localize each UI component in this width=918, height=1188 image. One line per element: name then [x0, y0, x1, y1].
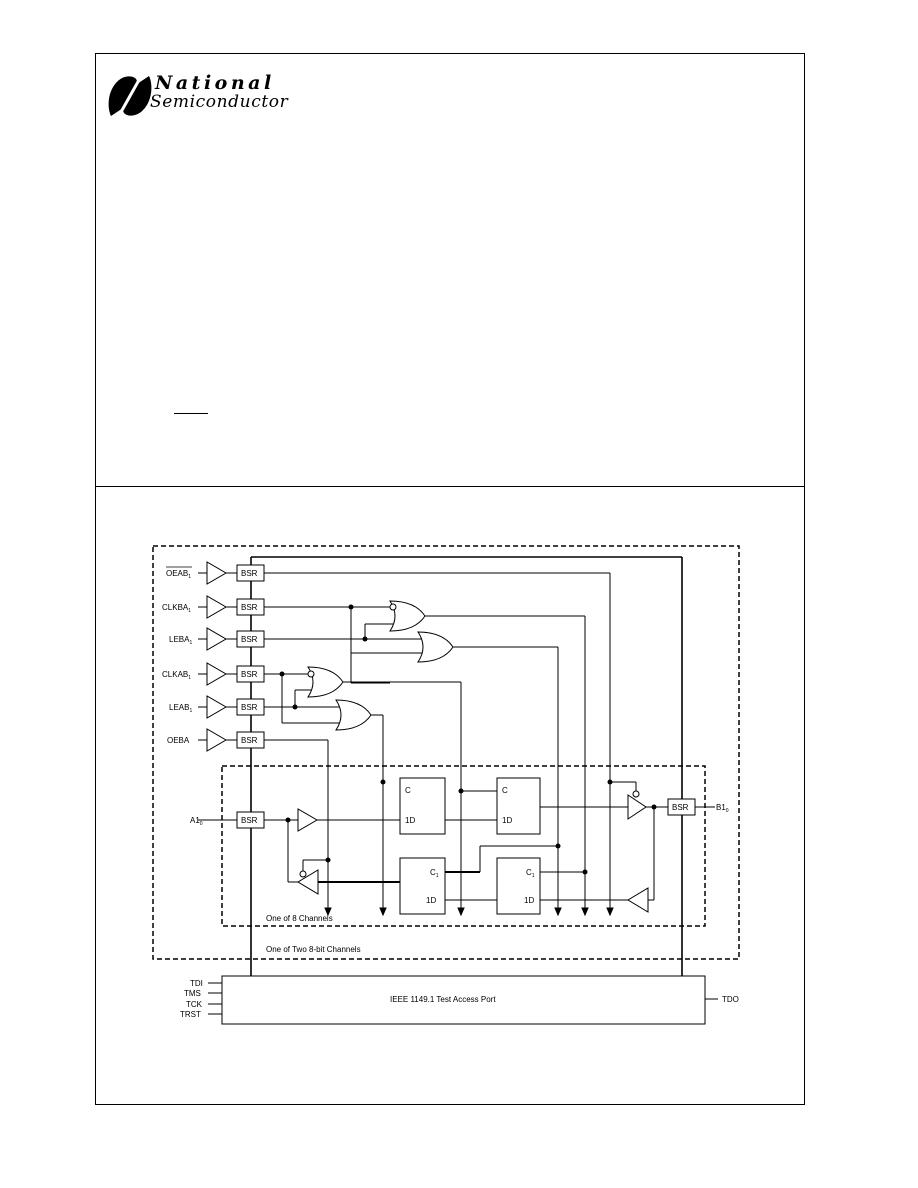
- tap-output-tdo: TDO: [722, 995, 739, 1004]
- bsr-label-clkba: BSR: [241, 603, 258, 612]
- latch-top-left-data: 1D: [405, 816, 415, 825]
- latch-bottom-right: [496, 857, 541, 915]
- inner-channel-box: [221, 765, 706, 927]
- inner-channel-caption: One of 8 Channels: [266, 914, 333, 923]
- latch-bottom-left-data: 1D: [426, 896, 436, 905]
- logic-diagram: OEAB1 CLKBA1 LEBA1 CLKAB1 LEAB1 OEBA BSR…: [152, 545, 740, 1025]
- input-label-leba: LEBA1: [169, 635, 192, 646]
- tap-title: IEEE 1149.1 Test Access Port: [390, 995, 496, 1004]
- logo-text-national: National: [155, 72, 275, 94]
- national-logo-icon: [108, 76, 152, 116]
- bsr-label-leab: BSR: [241, 703, 258, 712]
- input-label-oeab: OEAB1: [166, 569, 191, 580]
- latch-bottom-left-clock: C1: [430, 868, 439, 879]
- or-gate-2: [417, 631, 454, 663]
- outer-channel-caption: One of Two 8-bit Channels: [266, 945, 361, 954]
- input-label-clkba: CLKBA1: [162, 603, 191, 614]
- tap-input-tdi: TDI: [190, 979, 203, 988]
- control-arrows: [324, 907, 614, 917]
- or-gate-1: [389, 600, 426, 632]
- page-frame: [95, 53, 805, 1105]
- tap-input-tck: TCK: [186, 1000, 203, 1009]
- latch-bottom-right-data: 1D: [524, 896, 534, 905]
- test-access-port-box: [221, 975, 706, 1025]
- a-port-label: A10: [190, 816, 203, 827]
- latch-bottom-left: [399, 857, 446, 915]
- outer-channel-box: [152, 545, 740, 960]
- input-label-leab: LEAB1: [169, 703, 192, 714]
- bsr-label-oeab: BSR: [241, 569, 258, 578]
- output-buffer-b: [627, 794, 647, 820]
- bsr-label-b-port: BSR: [672, 803, 689, 812]
- bsr-label-leba: BSR: [241, 635, 258, 644]
- tap-input-trst: TRST: [180, 1010, 201, 1019]
- input-label-oeba: OEBA: [167, 736, 190, 745]
- overbar-rule: [174, 413, 208, 414]
- latch-top-right-clock: C: [502, 786, 508, 795]
- input-label-clkab: CLKAB1: [162, 670, 191, 681]
- logo-text-semiconductor: Semiconductor: [150, 92, 289, 112]
- b-port-label: B10: [716, 803, 729, 814]
- latch-top-left: [399, 777, 446, 835]
- latch-top-right: [496, 777, 541, 835]
- latch-bottom-right-clock: C1: [526, 868, 535, 879]
- latch-top-left-clock: C: [405, 786, 411, 795]
- tap-input-tms: TMS: [184, 989, 201, 998]
- latch-top-right-data: 1D: [502, 816, 512, 825]
- bsr-label-clkab: BSR: [241, 670, 258, 679]
- or-gate-3: [307, 666, 344, 698]
- a-to-b-buffer: [297, 808, 318, 832]
- input-buffer-b: [627, 887, 649, 913]
- section-divider: [95, 486, 805, 487]
- or-gate-4: [335, 699, 372, 731]
- bsr-label-a-port: BSR: [241, 816, 258, 825]
- bsr-label-oeba: BSR: [241, 736, 258, 745]
- input-buffers: [198, 561, 237, 752]
- national-semiconductor-logo: National Semiconductor: [107, 72, 297, 120]
